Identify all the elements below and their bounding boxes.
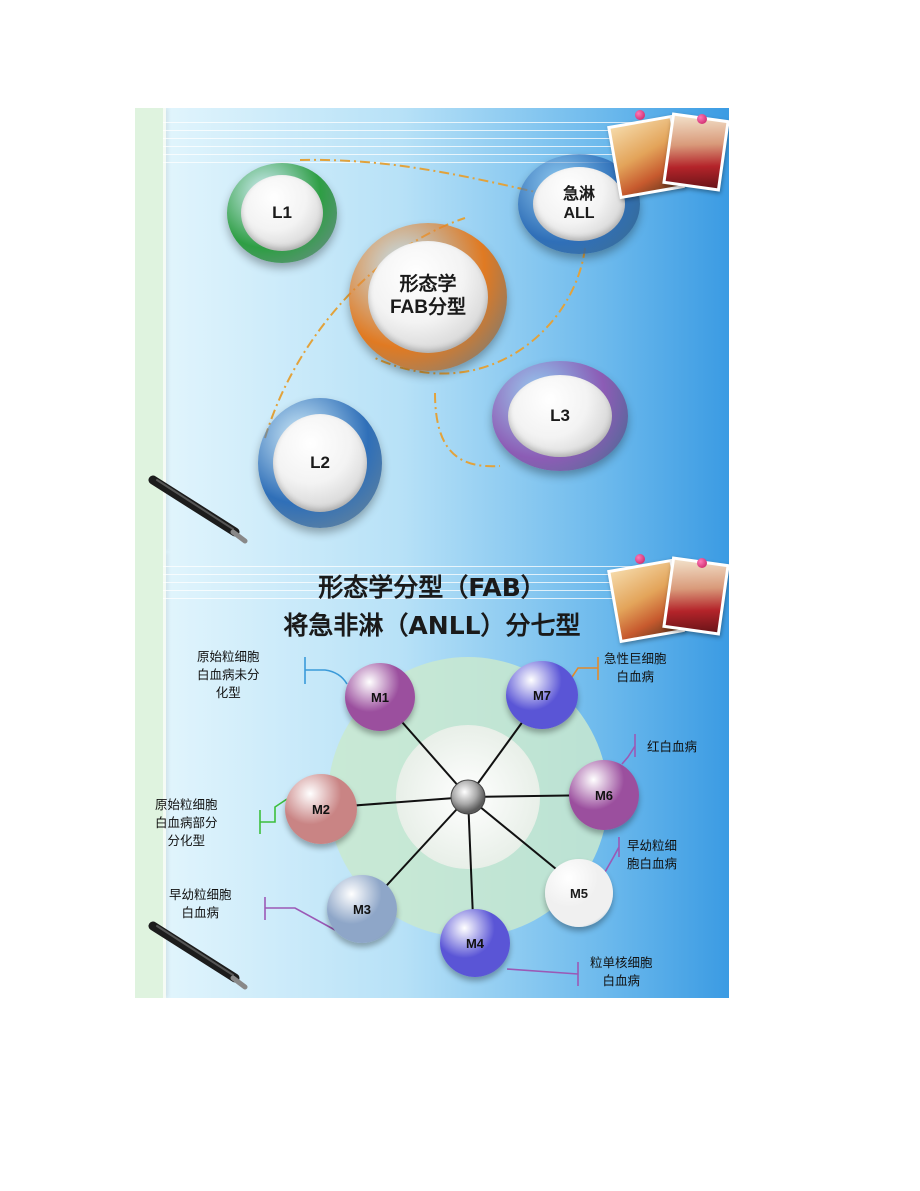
label-m1-line1: 原始粒细胞	[197, 649, 260, 664]
header-stripe	[163, 146, 649, 147]
pushpin-icon	[635, 110, 645, 120]
node-l3: L3	[492, 361, 628, 471]
sphere-m3-label: M3	[352, 901, 372, 917]
node-l3-label: L3	[550, 405, 570, 425]
label-brackets	[259, 657, 636, 986]
header-stripe	[163, 598, 649, 599]
sphere-m6: M6	[569, 760, 639, 830]
node-all-line1: 急淋	[562, 185, 595, 203]
label-m5-line1: 早幼粒细	[627, 838, 678, 853]
label-m5-line2: 胞白血病	[627, 856, 678, 872]
pushpin-icon	[635, 554, 645, 564]
label-m4-line2: 白血病	[602, 973, 641, 989]
header-stripe	[163, 138, 649, 139]
node-fab-line1: 形态学	[399, 274, 457, 296]
connector-lines	[148, 158, 586, 544]
header-stripe	[163, 130, 649, 131]
slide-title-line1: 形态学分型（FAB）	[318, 573, 546, 602]
sphere-m5: M5	[545, 859, 613, 927]
pushpin-icon	[697, 558, 707, 568]
label-m7-line2: 白血病	[616, 669, 655, 685]
label-m4: 粒单核细胞 白血病	[590, 954, 653, 990]
sphere-m3: M3	[327, 875, 397, 943]
sphere-m1: M1	[345, 663, 415, 731]
dashed-connector	[434, 392, 501, 468]
sphere-m4: M4	[440, 909, 510, 977]
label-m5: 早幼粒细 胞白血病	[627, 837, 677, 873]
label-m3-line1: 早幼粒细胞	[169, 887, 232, 902]
sphere-m2-label: M2	[311, 801, 331, 817]
sphere-m2: M2	[285, 774, 357, 844]
header-stripe	[163, 582, 649, 583]
dashed-connector	[374, 247, 586, 375]
label-m7-line1: 急性巨细胞	[604, 651, 667, 666]
header-stripe	[163, 574, 649, 575]
label-m6-line1: 红白血病	[647, 739, 698, 754]
node-all-line2: ALL	[563, 205, 595, 222]
sphere-m6-label: M6	[594, 787, 614, 803]
header-stripe	[163, 590, 649, 591]
label-m2-line3: 分化型	[167, 833, 206, 849]
hub-ball	[450, 779, 486, 815]
sphere-m4-label: M4	[465, 935, 485, 951]
node-l1-label: L1	[272, 202, 292, 222]
label-m2: 原始粒细胞 白血病部分 分化型	[155, 796, 218, 850]
photo-child	[662, 556, 729, 636]
label-m7: 急性巨细胞 白血病	[604, 650, 667, 686]
node-fab-line2: FAB分型	[389, 297, 466, 318]
label-m3-line2: 白血病	[181, 905, 220, 921]
label-m2-line1: 原始粒细胞	[155, 797, 218, 812]
label-m4-line1: 粒单核细胞	[590, 955, 653, 970]
header-stripe	[163, 566, 649, 567]
photo-collage	[605, 552, 729, 644]
header-stripe	[163, 122, 649, 123]
sphere-m7: M7	[506, 661, 578, 729]
label-m2-line2: 白血病部分	[155, 815, 218, 831]
dashed-connector	[264, 217, 466, 439]
dashed-connector	[299, 158, 571, 201]
sphere-m1-label: M1	[370, 689, 390, 705]
node-l2: L2	[258, 398, 382, 528]
node-fab-morphology: 形态学 FAB分型	[349, 223, 507, 371]
pen-icon	[148, 921, 248, 990]
photo-child	[662, 112, 729, 192]
node-l2-label: L2	[310, 452, 330, 472]
label-m1-line3: 化型	[215, 685, 241, 701]
pushpin-icon	[697, 114, 707, 124]
label-m1-line2: 白血病未分	[197, 667, 260, 683]
node-l1: L1	[227, 163, 337, 263]
pen-icon	[148, 475, 248, 544]
label-m1: 原始粒细胞 白血病未分 化型	[197, 648, 260, 702]
slide-title-line2: 将急非淋（ANLL）分七型	[283, 611, 581, 640]
sphere-m7-label: M7	[532, 687, 552, 703]
header-stripe	[163, 154, 649, 155]
sphere-m5-label: M5	[569, 885, 589, 901]
header-stripe	[163, 162, 649, 163]
slide-fab-all: L1 急淋 ALL 形态学 FAB分型 L3 L2	[135, 108, 729, 552]
label-m6: 红白血病	[647, 738, 697, 756]
photo-collage	[605, 108, 729, 200]
label-m3: 早幼粒细胞 白血病	[169, 886, 232, 922]
slide-anll-seven-types: 形态学分型（FAB） 将急非淋（ANLL）分七型	[135, 552, 729, 998]
